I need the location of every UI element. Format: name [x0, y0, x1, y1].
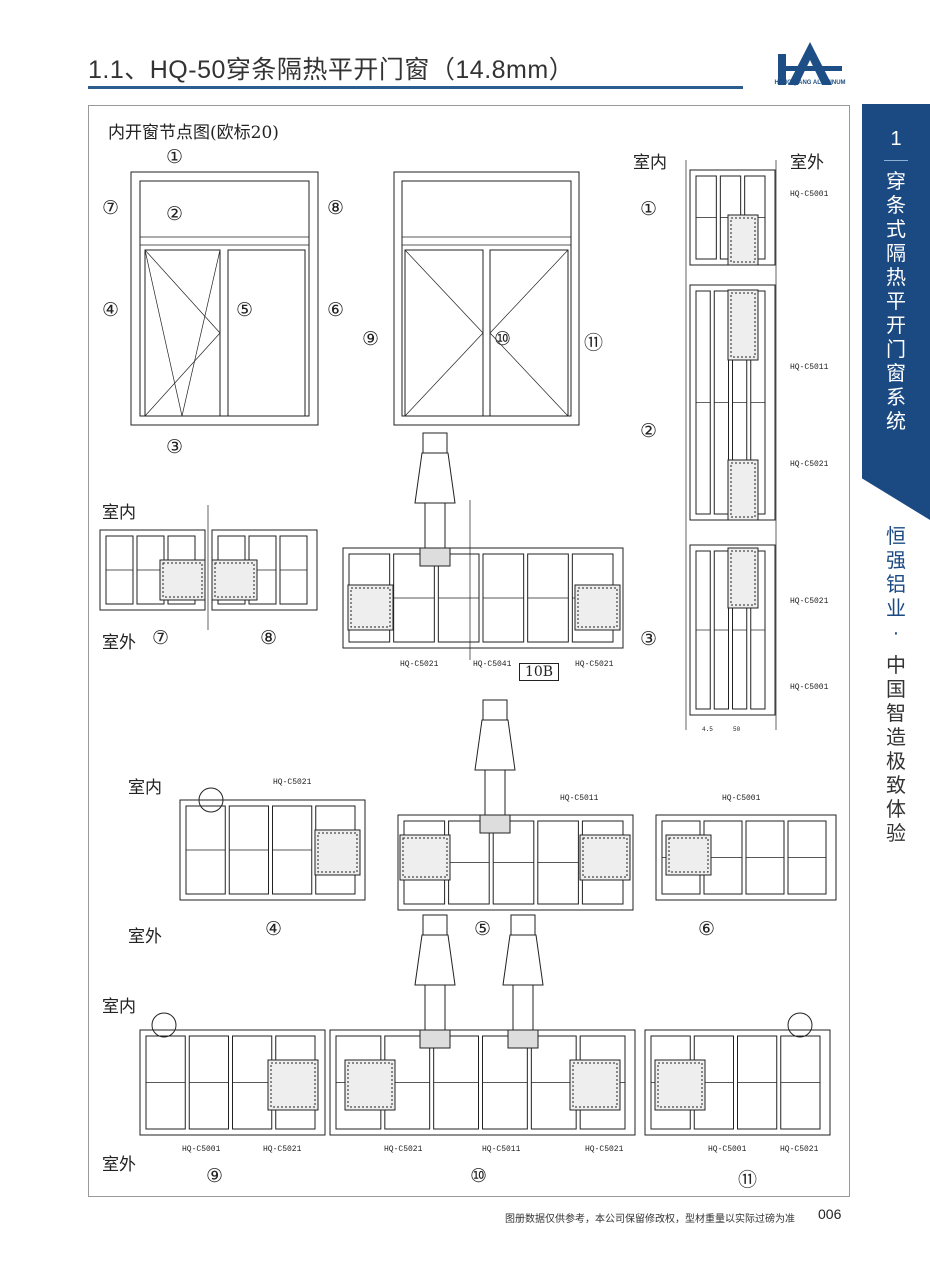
- chapter-divider: [884, 160, 908, 161]
- mark-3: ③: [640, 628, 658, 650]
- title-divider: [88, 86, 743, 89]
- profile-code: HQ-C5021: [273, 778, 312, 787]
- profile-code: HQ-C5021: [585, 1145, 624, 1154]
- mark-5: ⑤: [474, 918, 492, 940]
- mark-10: ⑩: [494, 328, 512, 350]
- profile-code: HQ-C5011: [482, 1145, 521, 1154]
- profile-code: HQ-C5001: [708, 1145, 747, 1154]
- mark-4: ④: [102, 299, 120, 321]
- profile-code: HQ-C5021: [790, 597, 829, 606]
- mark-4: ④: [265, 918, 283, 940]
- outdoor-label: 室外: [102, 1155, 136, 1175]
- mark-11: ⑪: [584, 332, 604, 354]
- page-number: 006: [818, 1206, 842, 1222]
- company-logo: [778, 42, 842, 85]
- mark-2: ②: [166, 203, 184, 225]
- mark-10: ⑩: [470, 1165, 488, 1187]
- section-10b-label: 10B: [519, 663, 559, 681]
- indoor-label: 室内: [102, 503, 136, 523]
- outdoor-label: 室外: [102, 633, 136, 653]
- slogan-brand: 恒强铝业·: [886, 526, 906, 644]
- mark-3: ③: [166, 436, 184, 458]
- profile-code: HQ-C5001: [790, 190, 829, 199]
- dimension: 50: [733, 726, 741, 733]
- chapter-number: 1: [890, 128, 902, 150]
- mark-7: ⑦: [102, 197, 120, 219]
- profile-code: HQ-C5021: [384, 1145, 423, 1154]
- profile-code: HQ-C5001: [722, 794, 761, 803]
- profile-code: HQ-C5001: [790, 683, 829, 692]
- profile-code: HQ-C5021: [575, 660, 614, 669]
- footer-note: 图册数据仅供参考，本公司保留修改权，型材重量以实际过磅为准: [505, 1214, 795, 1225]
- mark-6: ⑥: [327, 299, 345, 321]
- indoor-label: 室内: [633, 153, 667, 173]
- mark-2: ②: [640, 420, 658, 442]
- chapter-tab: [862, 104, 930, 520]
- drawing-heading: 内开窗节点图(欧标20): [108, 123, 279, 143]
- mark-7: ⑦: [152, 627, 170, 649]
- profile-code: HQ-C5021: [790, 460, 829, 469]
- profile-code: HQ-C5021: [263, 1145, 302, 1154]
- chapter-title: 穿条式隔热平开门窗系统: [886, 171, 906, 433]
- drawing-frame: [88, 105, 850, 1197]
- mark-6: ⑥: [698, 918, 716, 940]
- mark-8: ⑧: [327, 197, 345, 219]
- indoor-label: 室内: [102, 997, 136, 1017]
- mark-9: ⑨: [362, 328, 380, 350]
- mark-5: ⑤: [236, 299, 254, 321]
- outdoor-label: 室外: [790, 153, 824, 173]
- mark-1: ①: [640, 198, 658, 220]
- profile-code: HQ-C5041: [473, 660, 512, 669]
- mark-9: ⑨: [206, 1165, 224, 1187]
- slogan-text: 中国智造 极致体验: [886, 655, 906, 845]
- mark-8: ⑧: [260, 627, 278, 649]
- mark-11: ⑪: [738, 1169, 758, 1191]
- logo-text: HENGQIANG ALUMINUM: [774, 80, 846, 86]
- page-title: 1.1、HQ-50穿条隔热平开门窗（14.8mm）: [88, 56, 575, 84]
- profile-code: HQ-C5021: [780, 1145, 819, 1154]
- profile-code: HQ-C5011: [790, 363, 829, 372]
- dimension: 4.5: [702, 726, 713, 733]
- mark-1: ①: [166, 146, 184, 168]
- indoor-label: 室内: [128, 778, 162, 798]
- profile-code: HQ-C5001: [182, 1145, 221, 1154]
- profile-code: HQ-C5011: [560, 794, 599, 803]
- profile-code: HQ-C5021: [400, 660, 439, 669]
- outdoor-label: 室外: [128, 927, 162, 947]
